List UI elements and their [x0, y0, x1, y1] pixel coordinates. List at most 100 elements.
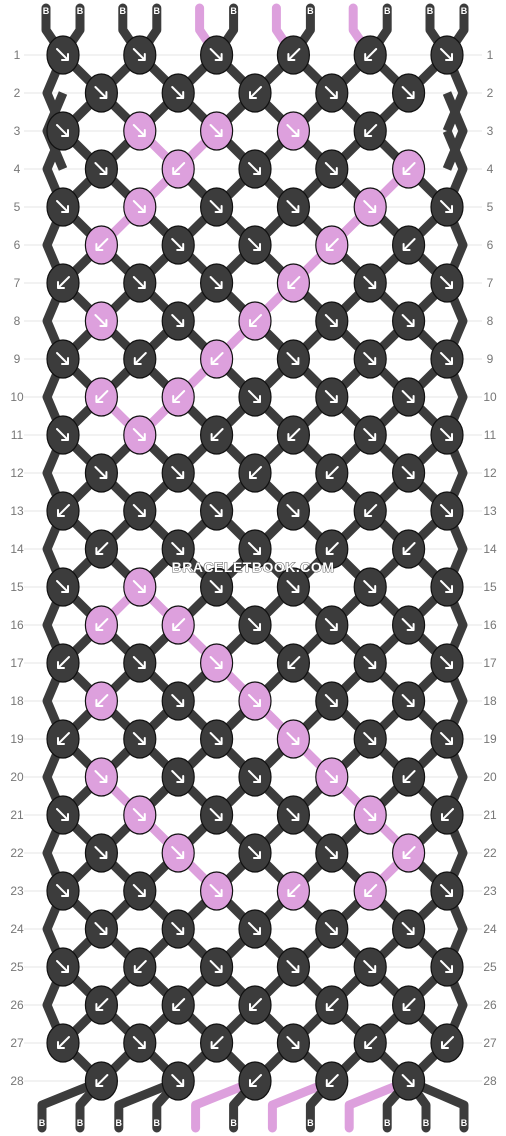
arrow-down-right-icon — [324, 618, 338, 631]
arrow-down-right-icon — [363, 580, 377, 593]
arrow-down-right-icon — [401, 922, 415, 935]
arrow-down-right-icon — [363, 808, 377, 821]
arrow-down-right-icon — [171, 770, 185, 783]
knot — [46, 111, 80, 151]
arrow-down-left-icon — [364, 504, 378, 517]
arrow-down-right-icon — [324, 694, 338, 707]
arrow-down-right-icon — [440, 200, 453, 213]
arrow-down-right-icon — [56, 428, 69, 441]
arrow-down-left-icon — [325, 238, 339, 251]
arrow-down-right-icon — [401, 466, 415, 479]
row-number-left: 20 — [10, 770, 24, 784]
arrow-down-right-icon — [56, 48, 69, 61]
knot — [84, 225, 119, 265]
arrow-down-right-icon — [248, 694, 261, 707]
row-number-left: 3 — [14, 124, 21, 138]
knot — [392, 149, 426, 189]
arrow-down-right-icon — [440, 428, 453, 441]
row-number-right: 7 — [487, 276, 494, 290]
strand-bottom — [114, 1076, 183, 1133]
arrow-down-right-icon — [440, 884, 453, 897]
arrow-down-left-icon — [287, 656, 301, 669]
strand-label-bottom: B — [307, 1118, 314, 1128]
row-number-right: 25 — [483, 960, 497, 974]
knot — [430, 339, 464, 379]
arrow-down-right-icon — [171, 466, 185, 479]
knot — [123, 187, 157, 227]
arrow-down-right-icon — [132, 580, 146, 593]
arrow-down-right-icon — [94, 162, 108, 175]
arrow-down-left-icon — [57, 276, 70, 289]
strand-label-top: B — [307, 6, 314, 16]
arrow-down-right-icon — [286, 732, 300, 745]
arrow-down-right-icon — [440, 580, 453, 593]
arrow-down-right-icon — [94, 770, 108, 783]
arrow-down-right-icon — [56, 960, 69, 973]
arrow-down-right-icon — [286, 200, 300, 213]
knot — [123, 567, 157, 607]
knot — [84, 681, 119, 721]
knot — [430, 415, 464, 455]
knot — [161, 301, 195, 341]
row-number-right: 14 — [483, 542, 497, 556]
knot — [315, 225, 349, 265]
knot — [123, 491, 157, 531]
arrow-down-right-icon — [363, 352, 377, 365]
arrow-down-right-icon — [324, 770, 338, 783]
arrow-down-right-icon — [440, 656, 453, 669]
row-number-right: 24 — [483, 922, 497, 936]
strand-label-bottom: B — [423, 1118, 430, 1128]
knot — [200, 1023, 234, 1063]
arrow-down-right-icon — [440, 504, 453, 517]
strand-label-bottom: B — [461, 1118, 468, 1128]
arrow-down-right-icon — [209, 504, 223, 517]
knot — [392, 1061, 426, 1101]
knot — [84, 757, 119, 797]
knot — [315, 605, 349, 645]
arrow-down-left-icon — [364, 1036, 378, 1049]
knot — [353, 947, 387, 987]
arrow-down-left-icon — [57, 504, 70, 517]
knot — [161, 1061, 195, 1101]
row-number-right: 28 — [483, 1074, 497, 1088]
row-number-left: 21 — [10, 808, 24, 822]
arrow-down-right-icon — [132, 200, 146, 213]
arrow-down-left-icon — [287, 48, 301, 61]
row-number-right: 1 — [487, 48, 494, 62]
arrow-down-right-icon — [401, 1074, 415, 1087]
knot — [84, 149, 119, 189]
row-number-left: 24 — [10, 922, 24, 936]
arrow-down-left-icon — [95, 1074, 109, 1087]
knot — [161, 73, 195, 113]
arrow-down-left-icon — [249, 998, 262, 1011]
knot — [200, 111, 234, 151]
arrow-down-left-icon — [172, 618, 186, 631]
knot — [200, 415, 234, 455]
knot — [392, 605, 426, 645]
strand-label-top: B — [77, 6, 84, 16]
row-number-left: 12 — [10, 466, 24, 480]
row-number-left: 6 — [14, 238, 21, 252]
arrow-down-right-icon — [401, 390, 415, 403]
knot — [276, 187, 310, 227]
arrow-down-right-icon — [132, 808, 146, 821]
knot — [84, 1061, 119, 1101]
knot — [353, 35, 387, 75]
strand-label-top: B — [154, 6, 161, 16]
knot — [276, 1023, 310, 1063]
row-number-right: 23 — [483, 884, 497, 898]
arrow-down-right-icon — [440, 732, 453, 745]
arrow-down-right-icon — [209, 276, 223, 289]
arrow-down-left-icon — [210, 428, 224, 441]
knot — [276, 111, 310, 151]
knot — [46, 263, 80, 303]
strand-label-top: B — [427, 6, 434, 16]
row-number-right: 21 — [483, 808, 497, 822]
row-number-right: 11 — [484, 428, 497, 442]
knot — [161, 833, 195, 873]
arrow-down-left-icon — [364, 48, 378, 61]
knot — [392, 681, 426, 721]
arrow-down-right-icon — [171, 86, 185, 99]
arrow-down-right-icon — [286, 808, 300, 821]
